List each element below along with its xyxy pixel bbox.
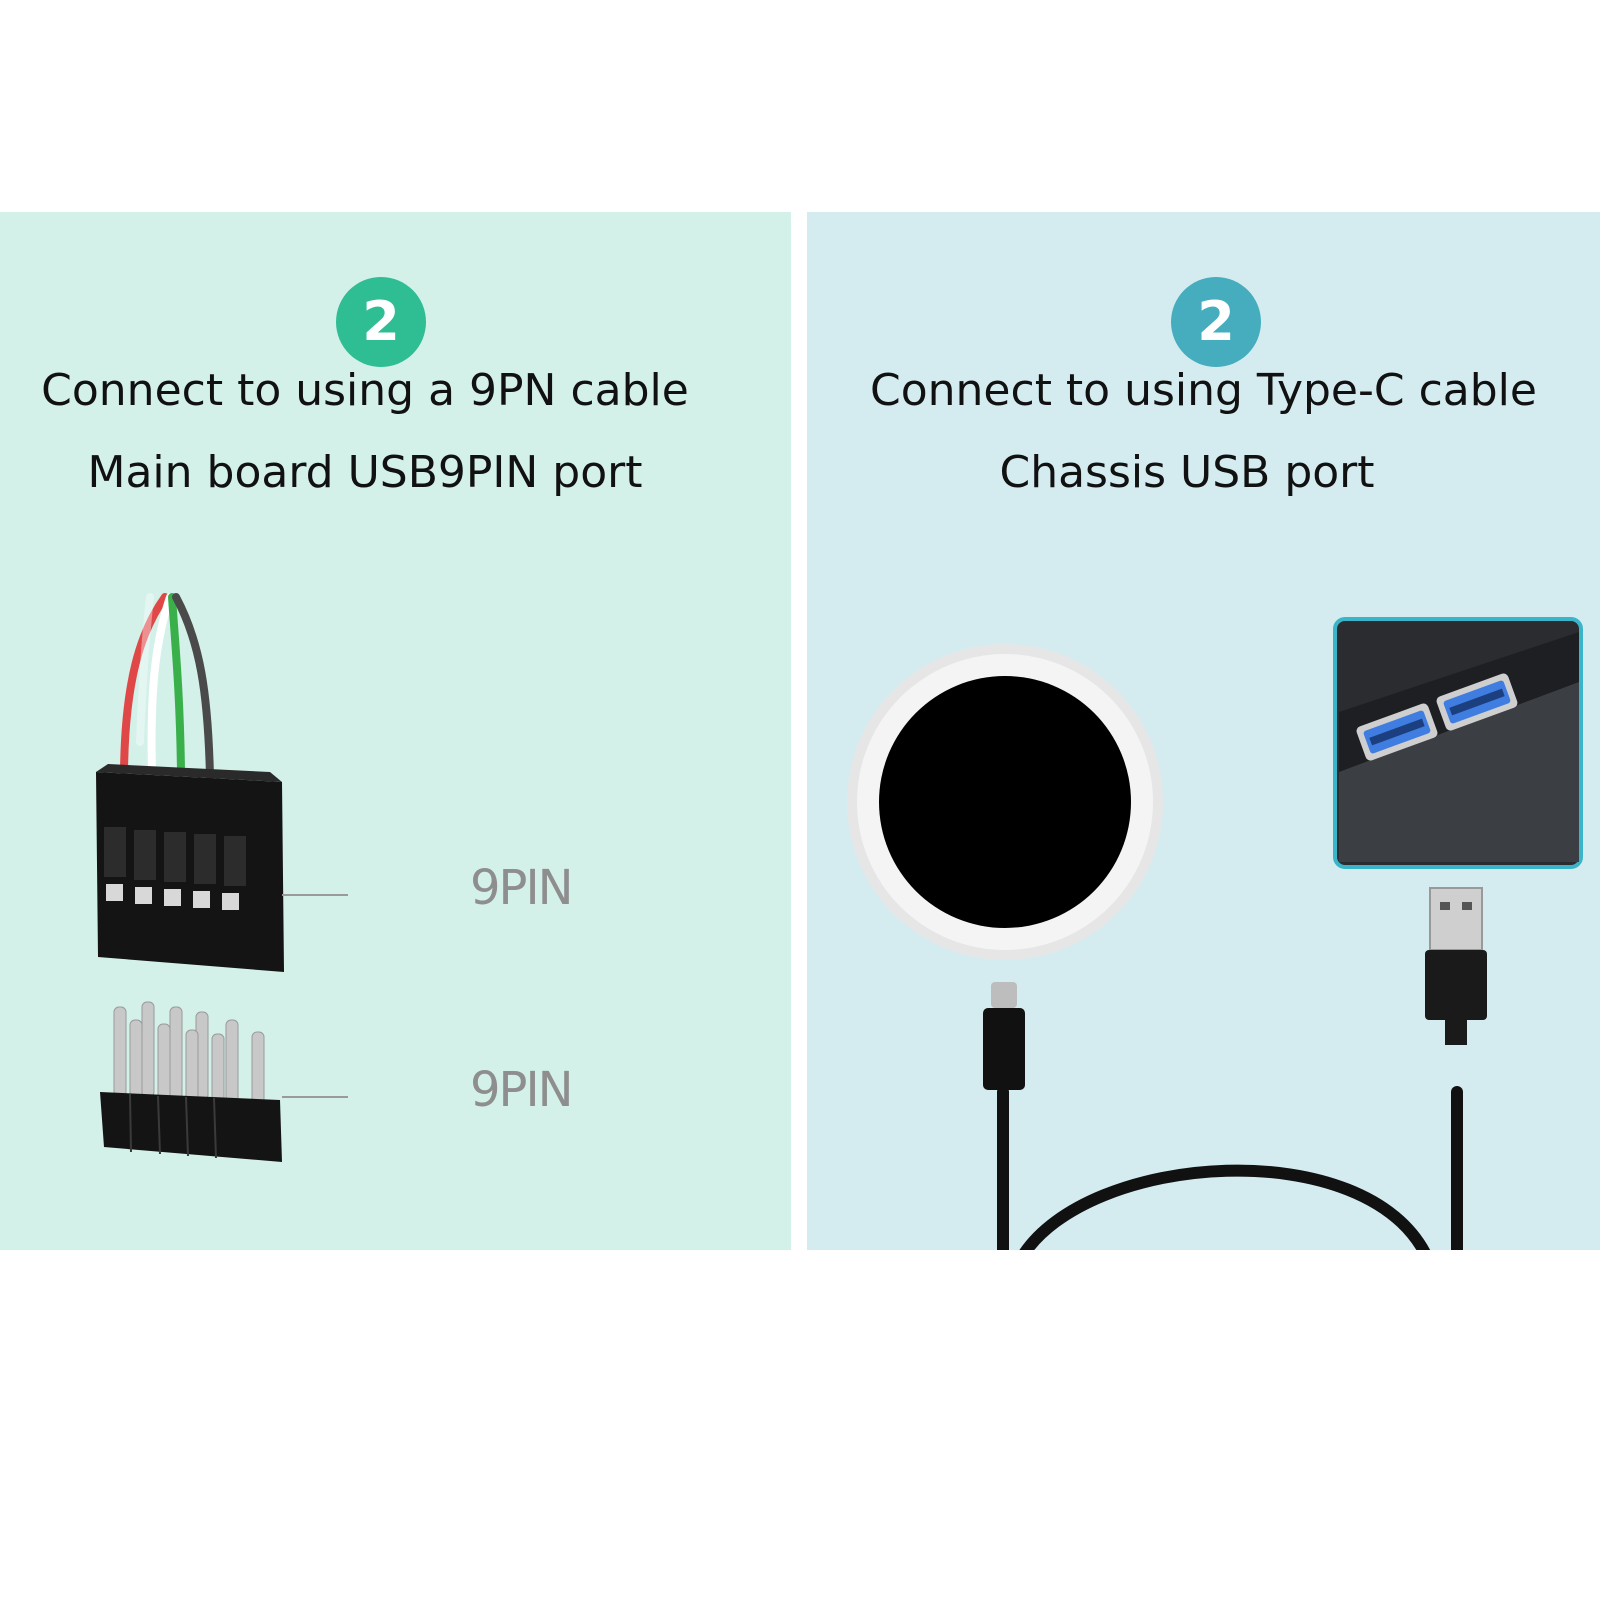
9pin-female-connector-icon	[96, 764, 284, 972]
pin-label-top: 9PIN	[470, 860, 574, 916]
leader-line-top	[282, 894, 348, 896]
right-instruction-line2: Chassis USB port	[999, 447, 1375, 498]
chassis-usb-ports-icon	[1333, 617, 1583, 869]
type-c-plug-icon	[983, 982, 1025, 1090]
left-panel: 2 Connect to using a 9PN cable Main boar…	[0, 212, 791, 1250]
usb-cable	[997, 1086, 1463, 1250]
right-panel: 2 Connect to using Type-C cable Chassis …	[807, 212, 1600, 1250]
right-instruction-line1: Connect to using Type-C cable	[870, 365, 1537, 416]
wireless-charger-icon	[847, 644, 1163, 960]
pin-label-bottom: 9PIN	[470, 1062, 574, 1118]
type-c-connection-illustration	[847, 617, 1583, 1250]
connector-wires	[120, 593, 214, 781]
9pin-header-icon	[100, 1001, 282, 1162]
step-badge-left: 2	[336, 277, 426, 367]
left-instruction-line1: Connect to using a 9PN cable	[41, 365, 689, 416]
usb-a-plug-icon	[1425, 887, 1487, 1045]
left-instruction-line2: Main board USB9PIN port	[87, 447, 643, 498]
9pin-connector-illustration	[96, 593, 284, 1162]
leader-line-bottom	[282, 1096, 348, 1098]
step-badge-right: 2	[1171, 277, 1261, 367]
